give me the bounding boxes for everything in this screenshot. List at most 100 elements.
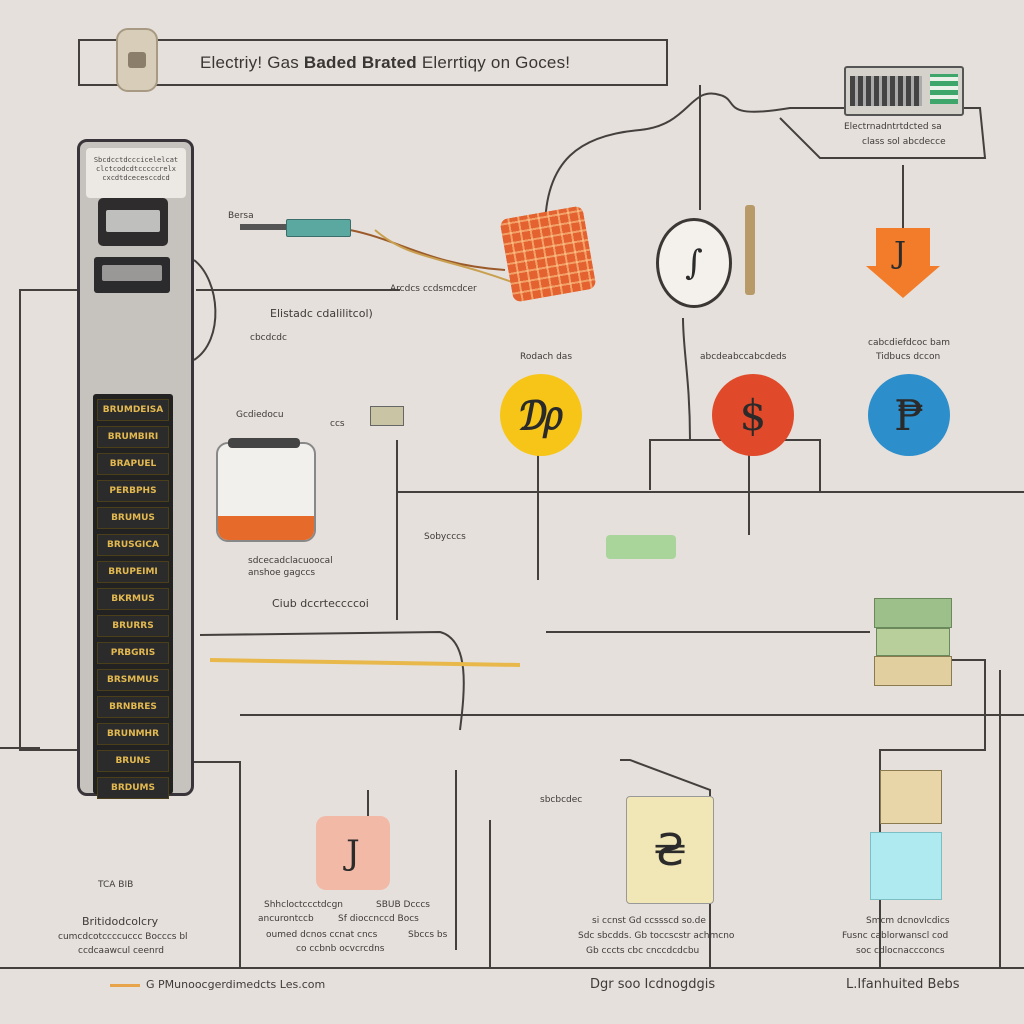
breaker-label: PRBGRIS <box>97 642 169 664</box>
red-dollar-icon: $ <box>712 374 794 456</box>
tower-header-line: Sbcdcctdcccicelelcat <box>93 156 179 164</box>
clock-glyph: ₴ <box>652 824 688 876</box>
plug-label: Bersa <box>228 211 254 221</box>
footer-left: G PMunoocgerdimedcts Les.com <box>110 978 325 991</box>
text-block: Fusnc cablorwanscl cod <box>842 931 949 941</box>
connector-label: Arcdcs ccdsmcdcer <box>390 284 477 294</box>
coin-glyph: ₯ <box>518 390 564 440</box>
cable-small-label: ccs <box>330 419 345 429</box>
breaker-label: BKRMUS <box>97 588 169 610</box>
gauge-needle: ∫ <box>685 243 703 283</box>
breaker-label: BRUNS <box>97 750 169 772</box>
device-label: class sol abcdecce <box>862 137 946 147</box>
cooker-label: sdcecadclacuoocal <box>248 556 333 566</box>
circuit-board-icon <box>499 205 597 303</box>
footer-text: Dgr soo Icdnogdgis <box>590 977 716 992</box>
section-label: Elistadc cdalilitcol) <box>270 307 373 320</box>
bill-label: sbcbcdec <box>540 795 583 805</box>
breaker-label: BRUMDEISA <box>97 399 169 421</box>
breaker-panel: BRUMDEISA BRUMBIRI BRAPUEL PERBPHS BRUMUS BRU… <box>93 394 173 799</box>
cooker-label: anshoe gagccs <box>248 568 316 578</box>
tower-header: Sbcdcctdcccicelelcat clctcodcdtcccccrelx… <box>86 148 186 198</box>
title-word: on Goces! <box>490 53 571 72</box>
plug-prong-icon <box>240 224 286 230</box>
footer-text: L.Ifanhuited Bebs <box>846 977 960 992</box>
text-block: Smcm dcnovlcdics <box>866 916 950 926</box>
text-block: Gb cccts cbc cnccdcdcbu <box>586 946 700 956</box>
meter-clock-icon: ₴ <box>626 796 714 904</box>
text-block: soc cdlocnaccconcs <box>856 946 945 956</box>
page-title: Electriy! Gas Baded Brated Elerrtiqy on … <box>200 53 570 73</box>
wire-bills-right <box>879 659 986 800</box>
title-word: Elerrtiqy <box>421 53 486 72</box>
wire-gauge-bottom <box>682 317 691 441</box>
text-block: ccdcaawcul ceenrd <box>78 946 164 956</box>
meter-display <box>98 198 168 246</box>
breaker-label: BRURRS <box>97 615 169 637</box>
pink-glyph: J <box>346 833 360 873</box>
breaker-label: BRUPEIMI <box>97 561 169 583</box>
text-block: Shhcloctccctdcgn <box>264 900 344 910</box>
text-block: Sf dioccnccd Bocs <box>338 914 419 924</box>
tower-header-line: cxcdtdcecesccdcd <box>102 174 170 182</box>
text-block: cumcdcotccccuccc Bocccs bl <box>58 932 188 942</box>
wire-orange-1 <box>349 229 506 271</box>
footer-text: G PMunoocgerdimedcts Les.com <box>146 978 326 991</box>
blue-currency-icon: ₱ <box>868 374 950 456</box>
breaker-label: BRUNMHR <box>97 723 169 745</box>
text-block: ancurontccb <box>258 914 314 924</box>
text-block: TCA BIB <box>98 880 134 890</box>
connector-icon <box>286 219 351 237</box>
gauge-icon: ∫ <box>656 218 732 308</box>
coin-glyph: ₱ <box>894 390 924 440</box>
coin-label: abcdeabccabcdeds <box>700 352 787 362</box>
wire-top-loop <box>544 92 987 231</box>
plug-icon <box>116 28 158 92</box>
section-small-label: cbcdcdc <box>250 333 287 343</box>
arrow-glyph: J <box>894 236 907 271</box>
pink-card-icon: J <box>316 816 390 890</box>
title-word: Electriy! <box>200 53 263 72</box>
text-block: Sbccs bs <box>408 930 448 940</box>
breaker-label: BRDUMS <box>97 777 169 799</box>
title-word: Brated <box>361 53 417 72</box>
coin-glyph: $ <box>739 390 767 440</box>
cooker-icon <box>216 438 316 542</box>
text-block: co ccbnb ocvcrcdns <box>296 944 385 954</box>
wire-orange-2 <box>374 229 521 286</box>
device-label: Electrnadntrtdcted sa <box>844 122 942 132</box>
yellow-currency-icon: ₯ <box>500 374 582 456</box>
switch-box-icon <box>844 66 964 116</box>
wire-tower-right <box>193 259 217 361</box>
coin-label: cabcdiefdcoc bam <box>868 338 951 348</box>
breaker-label: PERBPHS <box>97 480 169 502</box>
breaker-label: BRUSGICA <box>97 534 169 556</box>
breaker-label: BRUMUS <box>97 507 169 529</box>
cooker-title: Ciub dccrteccccoi <box>272 597 369 610</box>
text-block: Britidodcolcry <box>82 915 159 928</box>
breaker-label: BRNBRES <box>97 696 169 718</box>
cable-plug-icon <box>370 406 404 426</box>
breaker-label: BRUMBIRI <box>97 426 169 448</box>
down-arrow-icon: J <box>866 228 940 298</box>
wire-tower-left <box>19 289 77 751</box>
meter-tower: Sbcdcctdcccicelelcat clctcodcdtcccccrelx… <box>77 139 194 799</box>
coin-label: Rodach das <box>520 352 573 362</box>
probe-icon <box>745 205 755 295</box>
breaker-label: BRSMMUS <box>97 669 169 691</box>
green-module-icon <box>606 535 676 559</box>
coin-label: Tidbucs dccon <box>876 352 941 362</box>
blue-bill-icon <box>870 832 942 900</box>
text-block: Sdc sbcdds. Gb toccscstr achmcno <box>578 931 735 941</box>
title-box: Electriy! Gas Baded Brated Elerrtiqy on … <box>78 28 668 92</box>
cable-label: Gcdiedocu <box>236 410 284 420</box>
breaker-label: BRAPUEL <box>97 453 169 475</box>
text-block: SBUB Dcccs <box>376 900 430 910</box>
title-word: Gas <box>267 53 299 72</box>
tower-header-line: clctcodcdtcccccrelx <box>95 165 177 173</box>
wire-label: Sobycccs <box>424 532 466 542</box>
bill-card-icon <box>880 770 942 824</box>
text-block: oumed dcnos ccnat cncs <box>266 930 378 940</box>
wire-yellow <box>209 658 521 667</box>
